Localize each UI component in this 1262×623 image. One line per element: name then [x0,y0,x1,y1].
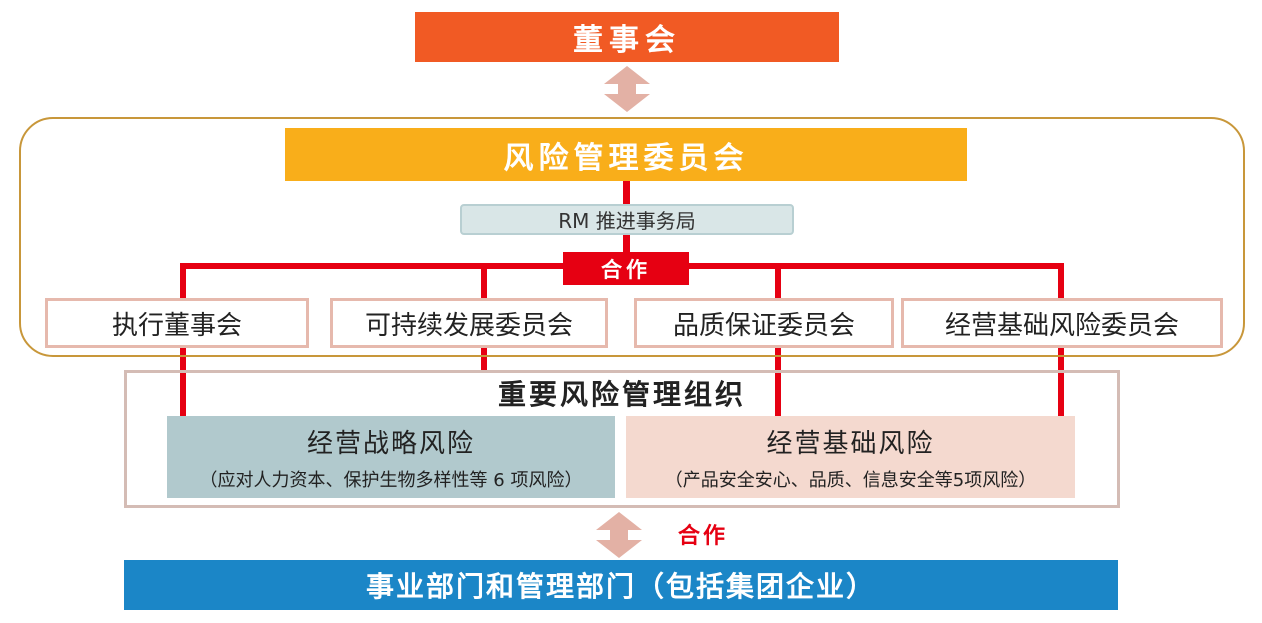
committee-business-foundation-risk: 经营基础风险委员会 [901,298,1223,348]
drop-line-8 [1058,348,1064,416]
cooperation-label-mid: 合作 [563,252,689,285]
risk-management-frame [19,117,1245,357]
double-arrow-top [604,66,650,112]
drop-line-4 [1058,263,1064,299]
trunk-line-lower [623,235,630,253]
board-of-directors: 董事会 [415,12,839,62]
business-strategy-risk-subtitle: （应对人力资本、保护生物多样性等 6 项风险） [199,469,583,491]
drop-line-6 [481,348,487,372]
double-arrow-bottom [596,512,642,558]
business-foundation-risk-title: 经营基础风险 [766,428,935,459]
business-and-management-departments: 事业部门和管理部门（包括集团企业） [124,560,1118,610]
business-foundation-risk-subtitle: （产品安全安心、品质、信息安全等5项风险） [664,469,1037,491]
business-strategy-risk: 经营战略风险 （应对人力资本、保护生物多样性等 6 项风险） [167,416,615,498]
drop-line-7 [775,348,781,416]
committee-executive-board: 执行董事会 [45,298,309,348]
drop-line-1 [180,263,186,299]
cooperation-label-low: 合作 [678,524,729,549]
drop-line-5 [180,348,186,416]
committee-sustainability: 可持续发展委员会 [330,298,608,348]
committee-quality-assurance: 品质保证委员会 [634,298,894,348]
drop-line-2 [481,263,487,299]
drop-line-3 [775,263,781,299]
major-risk-org-title: 重要风险管理组织 [497,378,746,411]
trunk-line [623,181,630,205]
major-risk-org-frame [124,370,1120,508]
risk-management-committee: 风险管理委员会 [285,128,967,181]
business-foundation-risk: 经营基础风险 （产品安全安心、品质、信息安全等5项风险） [626,416,1075,498]
business-strategy-risk-title: 经营战略风险 [306,428,475,459]
rm-promotion-bureau: RM 推进事务局 [460,204,794,235]
